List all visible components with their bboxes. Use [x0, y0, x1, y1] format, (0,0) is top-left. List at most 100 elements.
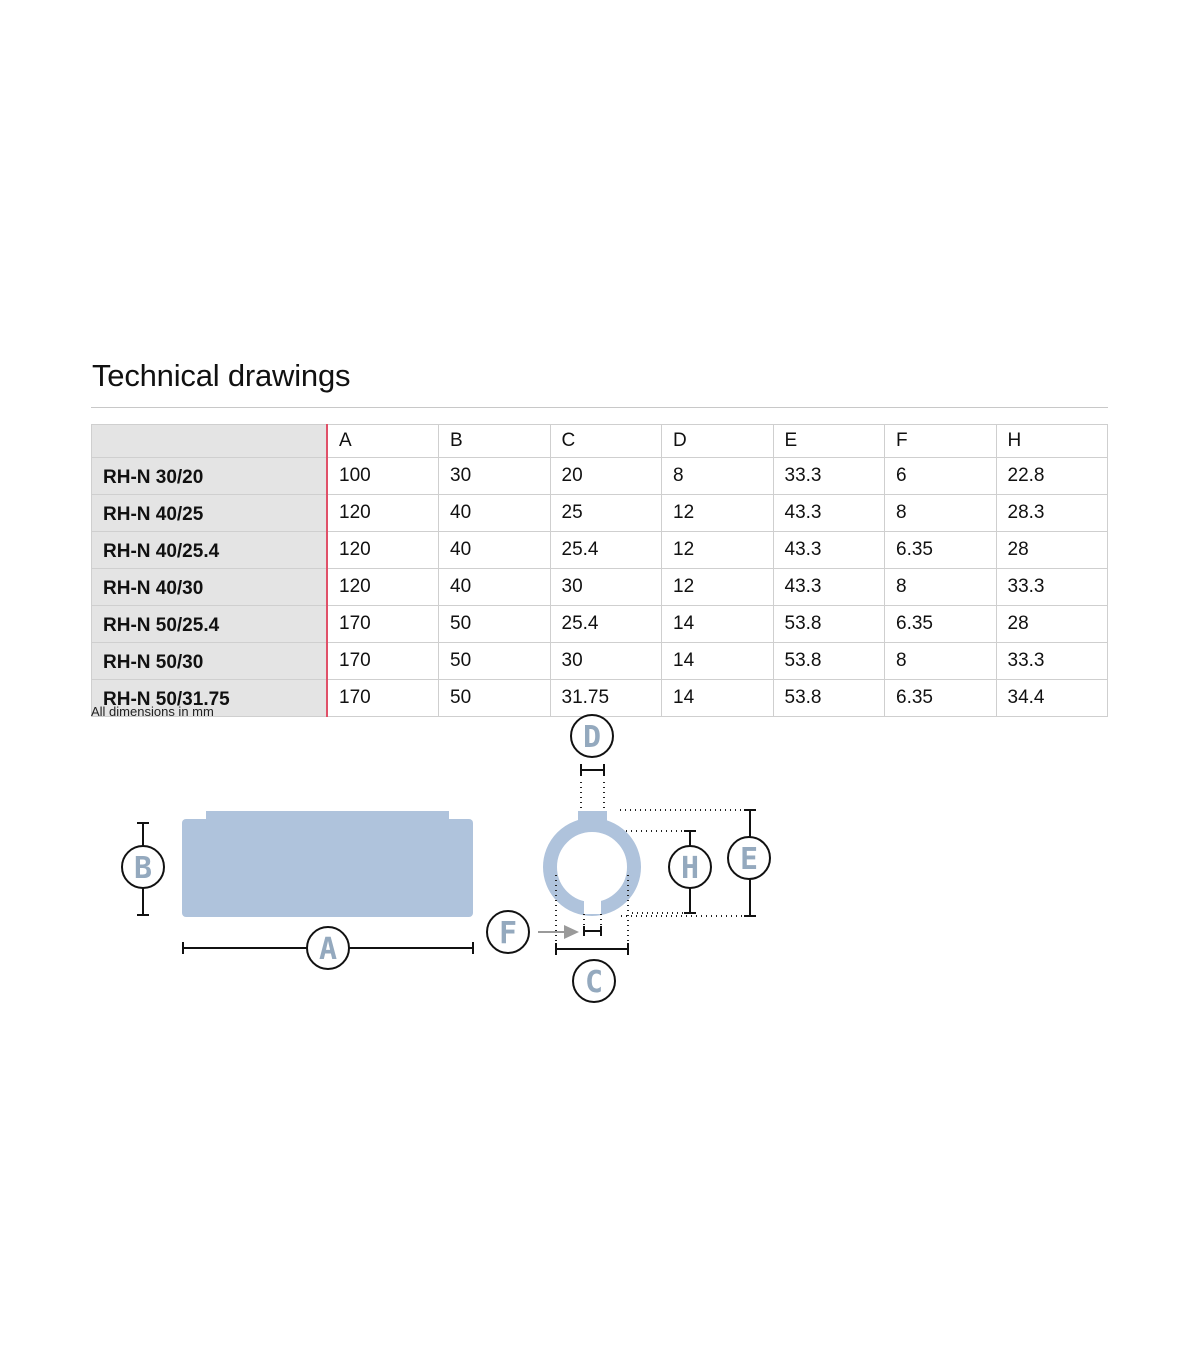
- units-footnote: All dimensions in mm: [91, 704, 214, 719]
- value-cell-e: 43.3: [772, 531, 885, 569]
- model-cell: RH-N 40/25: [91, 494, 328, 532]
- value-cell-b: 40: [438, 494, 551, 532]
- technical-drawing: B A D: [121, 714, 771, 1003]
- value-cell-h: 28.3: [995, 494, 1108, 532]
- value-cell-b: 40: [438, 568, 551, 606]
- value-cell-a: 170: [326, 642, 439, 680]
- value-cell-f: 6.35: [884, 679, 997, 717]
- label-c: C: [585, 965, 603, 1000]
- value-cell-e: 53.8: [772, 605, 885, 643]
- value-cell-h: 28: [995, 605, 1108, 643]
- value-cell-f: 8: [884, 568, 997, 606]
- value-cell-f: 6: [884, 457, 997, 495]
- label-e-badge: E: [727, 836, 771, 880]
- model-cell: RH-N 40/25.4: [91, 531, 328, 569]
- value-cell-e: 53.8: [772, 679, 885, 717]
- label-d: D: [583, 720, 601, 755]
- model-cell: RH-N 50/25.4: [91, 605, 328, 643]
- dimensions-table: A B C D E F H RH-N 30/20 100 30 20 8 33.…: [91, 424, 1108, 717]
- label-h: H: [681, 851, 699, 886]
- value-cell-e: 53.8: [772, 642, 885, 680]
- label-b: B: [134, 851, 152, 886]
- table-row: RH-N 40/25.4 120 40 25.4 12 43.3 6.35 28: [91, 531, 1108, 569]
- label-h-badge: H: [668, 845, 712, 889]
- value-cell-d: 12: [661, 568, 774, 606]
- table-row: RH-N 40/25 120 40 25 12 43.3 8 28.3: [91, 494, 1108, 532]
- value-cell-f: 8: [884, 642, 997, 680]
- value-cell-f: 6.35: [884, 605, 997, 643]
- label-c-badge: C: [572, 959, 616, 1003]
- label-d-badge: D: [570, 714, 614, 758]
- table-header-row: A B C D E F H: [91, 424, 1108, 458]
- table-row: RH-N 40/30 120 40 30 12 43.3 8 33.3: [91, 568, 1108, 606]
- model-cell: RH-N 40/30: [91, 568, 328, 606]
- dimension-f: [583, 926, 602, 936]
- value-cell-d: 12: [661, 531, 774, 569]
- dimension-c: [555, 943, 629, 955]
- value-cell-a: 120: [326, 568, 439, 606]
- value-cell-c: 30: [549, 642, 662, 680]
- table-row: RH-N 50/25.4 170 50 25.4 14 53.8 6.35 28: [91, 605, 1108, 643]
- value-cell-h: 28: [995, 531, 1108, 569]
- value-cell-b: 40: [438, 531, 551, 569]
- value-cell-a: 170: [326, 679, 439, 717]
- ring-slot: [584, 898, 601, 914]
- label-a: A: [319, 932, 337, 967]
- value-cell-b: 30: [438, 457, 551, 495]
- label-e: E: [740, 842, 758, 877]
- label-f-badge: F: [486, 910, 530, 954]
- ring-key: [578, 811, 607, 827]
- value-cell-d: 12: [661, 494, 774, 532]
- dimension-d: [580, 764, 605, 776]
- value-cell-e: 33.3: [772, 457, 885, 495]
- header-col-d: D: [661, 424, 774, 458]
- value-cell-c: 20: [549, 457, 662, 495]
- value-cell-c: 25: [549, 494, 662, 532]
- f-pointer-arrow: [538, 925, 579, 939]
- value-cell-a: 120: [326, 531, 439, 569]
- label-f: F: [499, 916, 517, 951]
- model-cell: RH-N 50/30: [91, 642, 328, 680]
- side-view-body: [182, 819, 473, 917]
- table-row: RH-N 50/31.75 170 50 31.75 14 53.8 6.35 …: [91, 679, 1108, 717]
- value-cell-c: 25.4: [549, 531, 662, 569]
- value-cell-h: 33.3: [995, 568, 1108, 606]
- label-a-badge: A: [306, 926, 350, 970]
- end-view-ring: [543, 811, 641, 916]
- value-cell-b: 50: [438, 679, 551, 717]
- label-b-badge: B: [121, 845, 165, 889]
- table-row: RH-N 50/30 170 50 30 14 53.8 8 33.3: [91, 642, 1108, 680]
- value-cell-h: 34.4: [995, 679, 1108, 717]
- value-cell-d: 8: [661, 457, 774, 495]
- value-cell-c: 31.75: [549, 679, 662, 717]
- header-col-e: E: [772, 424, 885, 458]
- value-cell-e: 43.3: [772, 568, 885, 606]
- page-title: Technical drawings: [92, 358, 351, 393]
- model-cell: RH-N 50/31.75: [91, 679, 328, 717]
- title-divider: [91, 407, 1108, 408]
- value-cell-c: 25.4: [549, 605, 662, 643]
- extension-lines: [555, 782, 746, 944]
- value-cell-c: 30: [549, 568, 662, 606]
- header-col-f: F: [884, 424, 997, 458]
- header-model-cell: [91, 424, 328, 458]
- value-cell-d: 14: [661, 605, 774, 643]
- header-col-a: A: [326, 424, 439, 458]
- table-row: RH-N 30/20 100 30 20 8 33.3 6 22.8: [91, 457, 1108, 495]
- model-cell: RH-N 30/20: [91, 457, 328, 495]
- value-cell-a: 170: [326, 605, 439, 643]
- side-view: [182, 811, 473, 917]
- value-cell-a: 100: [326, 457, 439, 495]
- header-col-c: C: [549, 424, 662, 458]
- value-cell-h: 22.8: [995, 457, 1108, 495]
- value-cell-d: 14: [661, 642, 774, 680]
- header-col-h: H: [995, 424, 1108, 458]
- value-cell-f: 6.35: [884, 531, 997, 569]
- value-cell-d: 14: [661, 679, 774, 717]
- value-cell-h: 33.3: [995, 642, 1108, 680]
- value-cell-b: 50: [438, 642, 551, 680]
- header-col-b: B: [438, 424, 551, 458]
- value-cell-a: 120: [326, 494, 439, 532]
- value-cell-e: 43.3: [772, 494, 885, 532]
- value-cell-b: 50: [438, 605, 551, 643]
